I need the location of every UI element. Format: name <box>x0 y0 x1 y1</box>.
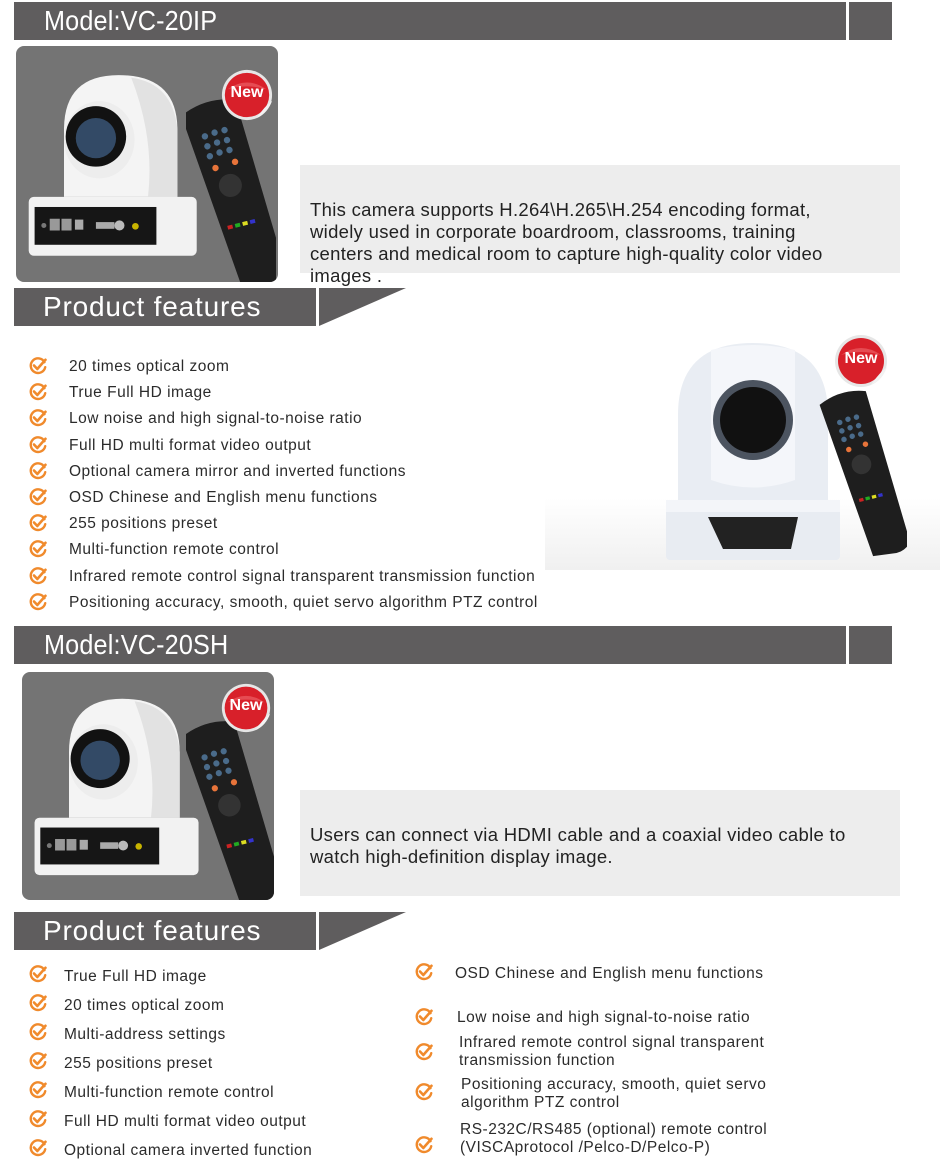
new-badge: New <box>833 333 889 389</box>
header-arrow-tail <box>319 288 406 326</box>
feature-text: Infrared remote control signal transpare… <box>69 567 536 585</box>
feature-text: Low noise and high signal-to-noise ratio <box>69 410 363 428</box>
feature-text: True Full HD image <box>69 384 212 402</box>
check-circle-icon <box>414 1135 434 1155</box>
remote-control-image <box>817 388 907 563</box>
feature-text: Infrared remote control signal transpare… <box>459 1034 765 1069</box>
feature-text: Multi-address settings <box>64 1026 226 1043</box>
check-circle-icon <box>28 408 48 428</box>
feature-item: Multi-function remote control <box>28 1080 398 1109</box>
feature-item: True Full HD image <box>28 382 588 408</box>
feature-item: OSD Chinese and English menu functions <box>28 487 588 513</box>
feature-text: Full HD multi format video output <box>64 1113 307 1130</box>
feature-item: 255 positions preset <box>28 1051 398 1080</box>
feature-text: Low noise and high signal-to-noise ratio <box>457 1009 751 1026</box>
check-circle-icon <box>414 1007 434 1027</box>
new-badge: New <box>220 682 272 734</box>
feature-item: Full HD multi format video output <box>28 1109 398 1138</box>
product-description-vc20ip: This camera supports H.264\H.265\H.254 e… <box>300 165 900 286</box>
feature-item: 20 times optical zoom <box>28 993 398 1022</box>
check-circle-icon <box>28 592 48 612</box>
feature-text: True Full HD image <box>64 968 207 985</box>
features-list-left-vc20sh: True Full HD image 20 times optical zoom… <box>28 964 398 1160</box>
model-title: Model:VC-20IP <box>44 5 218 36</box>
check-circle-icon <box>28 435 48 455</box>
feature-text: Full HD multi format video output <box>69 436 312 454</box>
feature-text: 255 positions preset <box>69 515 218 533</box>
model-header-vc20sh: Model:VC-20SH <box>14 626 892 664</box>
check-circle-icon <box>28 566 48 586</box>
feature-text: 20 times optical zoom <box>64 997 225 1014</box>
check-circle-icon <box>28 1022 48 1042</box>
feature-item: Multi-function remote control <box>28 539 588 565</box>
check-circle-icon <box>414 1042 434 1062</box>
product-photo-dome-camera: New <box>545 330 940 570</box>
features-title: Product features <box>43 291 262 322</box>
features-list-vc20ip: 20 times optical zoom True Full HD image… <box>28 356 588 618</box>
header-divider <box>316 288 319 326</box>
check-circle-icon <box>414 1082 434 1102</box>
header-divider <box>846 2 849 40</box>
check-circle-icon <box>28 1109 48 1129</box>
feature-text: Multi-function remote control <box>64 1084 275 1101</box>
feature-text: Multi-function remote control <box>69 541 280 559</box>
check-circle-icon <box>28 1138 48 1158</box>
feature-text: Positioning accuracy, smooth, quiet serv… <box>461 1076 767 1111</box>
feature-item: Low noise and high signal-to-noise ratio <box>28 408 588 434</box>
feature-text: Optional camera mirror and inverted func… <box>69 462 406 480</box>
feature-text: Optional camera inverted function <box>64 1142 313 1159</box>
check-circle-icon <box>28 356 48 376</box>
header-divider <box>846 626 849 664</box>
dome-camera-image <box>666 343 840 560</box>
check-circle-icon <box>414 962 434 982</box>
feature-text: OSD Chinese and English menu functions <box>455 965 764 982</box>
description-text: This camera supports H.264\H.265\H.254 e… <box>310 199 823 286</box>
feature-text: Positioning accuracy, smooth, quiet serv… <box>69 593 538 611</box>
features-header: Product features <box>14 288 406 326</box>
features-header: Product features <box>14 912 406 950</box>
feature-item: True Full HD image <box>28 964 398 993</box>
check-circle-icon <box>28 539 48 559</box>
model-header-vc20ip: Model:VC-20IP <box>14 2 892 40</box>
feature-text: 20 times optical zoom <box>69 358 230 375</box>
product-photo-vc20ip: New <box>16 46 278 282</box>
new-badge: New <box>220 68 274 122</box>
check-circle-icon <box>28 964 48 984</box>
check-circle-icon <box>28 1051 48 1071</box>
header-arrow-tail <box>319 912 406 950</box>
product-photo-vc20sh: New <box>22 672 274 900</box>
feature-text: 255 positions preset <box>64 1055 213 1072</box>
description-text: Users can connect via HDMI cable and a c… <box>310 824 846 867</box>
badge-label: New <box>230 84 264 101</box>
check-circle-icon <box>28 513 48 533</box>
feature-text: OSD Chinese and English menu functions <box>69 488 378 506</box>
badge-label: New <box>229 697 263 714</box>
feature-item: Infrared remote control signal transpare… <box>28 566 588 592</box>
check-circle-icon <box>28 993 48 1013</box>
feature-item: 255 positions preset <box>28 513 588 539</box>
remote-control-image <box>186 96 276 282</box>
feature-text: RS-232C/RS485 (optional) remote control … <box>460 1121 768 1156</box>
features-list-right-vc20sh: OSD Chinese and English menu functions L… <box>412 960 832 1160</box>
feature-item: Optional camera inverted function <box>28 1138 398 1160</box>
check-circle-icon <box>28 1080 48 1100</box>
check-circle-icon <box>28 487 48 507</box>
feature-item: Full HD multi format video output <box>28 435 588 461</box>
remote-control-image <box>186 718 274 900</box>
check-circle-icon <box>28 382 48 402</box>
feature-item: 20 times optical zoom <box>28 356 588 382</box>
badge-label: New <box>844 350 878 367</box>
header-divider <box>316 912 319 950</box>
feature-item: Positioning accuracy, smooth, quiet serv… <box>28 592 588 618</box>
features-title: Product features <box>43 915 262 946</box>
feature-item: Optional camera mirror and inverted func… <box>28 461 588 487</box>
product-description-vc20sh: Users can connect via HDMI cable and a c… <box>300 790 900 896</box>
model-title: Model:VC-20SH <box>44 629 229 660</box>
feature-item: Multi-address settings <box>28 1022 398 1051</box>
check-circle-icon <box>28 461 48 481</box>
